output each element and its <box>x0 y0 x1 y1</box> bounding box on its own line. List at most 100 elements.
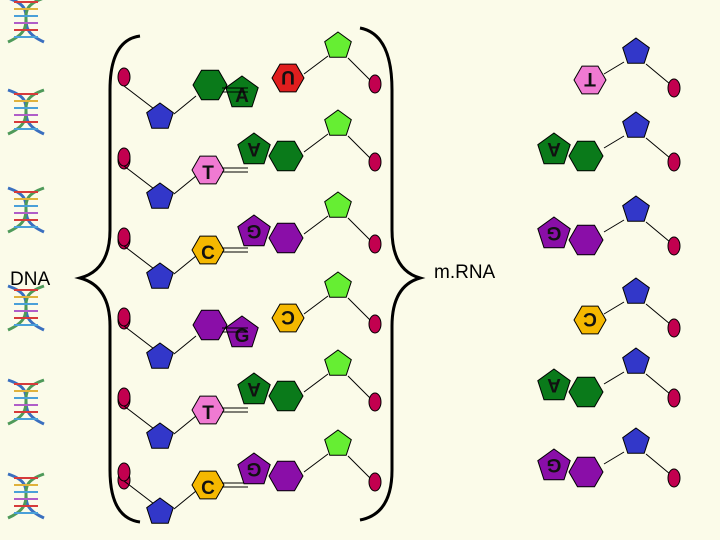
phosphate-group <box>368 152 382 172</box>
left-nucleotide: A <box>117 67 259 170</box>
mrna-strand: T A G C A G <box>537 37 681 488</box>
ribose-sugar <box>622 195 650 222</box>
base-letter-G: G <box>247 458 262 479</box>
dna-label: DNA <box>10 269 50 290</box>
right-nucleotide: C <box>271 271 382 334</box>
backbone-bond <box>173 95 197 115</box>
base-letter-A: A <box>547 374 561 395</box>
base-hexagon <box>568 140 604 172</box>
phosphate-group <box>117 147 131 167</box>
backbone-bond <box>303 55 329 75</box>
backbone-bond <box>645 63 671 85</box>
base-hexagon <box>268 140 304 172</box>
dna-helix-icon <box>7 378 45 426</box>
backbone-bond <box>173 415 197 435</box>
backbone-bond <box>603 61 625 75</box>
dna-helix-icon <box>7 472 45 520</box>
mrna-label: m.RNA <box>434 262 496 283</box>
base-pentagon <box>537 368 571 401</box>
helix-icon-column <box>7 0 45 520</box>
base-letter-A: A <box>247 378 261 399</box>
base-hexagon <box>573 65 607 95</box>
phosphate-group <box>667 468 681 488</box>
backbone-bond <box>303 373 329 393</box>
base-letter-C: C <box>201 243 215 264</box>
base-pentagon <box>237 214 271 247</box>
ribose-sugar <box>324 271 352 298</box>
base-pentagon <box>237 452 271 485</box>
backbone-bond <box>645 373 671 395</box>
base-pentagon <box>537 132 571 165</box>
base-hexagon <box>568 456 604 488</box>
dna-helix-icon <box>7 284 45 332</box>
base-pentagon <box>537 216 571 249</box>
backbone-bond <box>123 165 159 193</box>
base-letter-T: T <box>584 68 596 89</box>
left-nucleotide: T <box>117 387 248 490</box>
base-letter-T: T <box>202 163 214 184</box>
ribose-sugar <box>622 347 650 374</box>
base-hexagon <box>568 224 604 256</box>
ribose-sugar <box>324 31 352 58</box>
phosphate-group <box>117 227 131 247</box>
backbone-bond <box>645 137 671 159</box>
backbone-bond <box>123 405 159 433</box>
backbone-bond <box>603 451 625 465</box>
base-letter-G: G <box>547 222 562 243</box>
backbone-bond <box>603 219 625 233</box>
left-nucleotide: T <box>117 147 248 250</box>
backbone-bond <box>303 453 329 473</box>
deoxyribose-sugar <box>146 342 174 369</box>
base-pentagon <box>225 315 259 348</box>
dna-helix-icon <box>7 88 45 136</box>
base-hexagon <box>191 470 225 500</box>
left-nucleotide: C <box>117 462 248 524</box>
base-letter-G: G <box>235 326 250 347</box>
backbone-bond <box>173 175 197 195</box>
base-letter-A: A <box>247 138 261 159</box>
dna-right-strand: U A G C A G <box>237 31 382 492</box>
deoxyribose-sugar <box>146 497 174 524</box>
base-pentagon <box>537 448 571 481</box>
base-letter-U: U <box>281 66 295 87</box>
backbone-bond <box>173 255 197 275</box>
base-hexagon <box>192 69 228 101</box>
ribose-sugar <box>622 111 650 138</box>
phosphate-group <box>368 392 382 412</box>
backbone-bond <box>347 217 373 243</box>
mrna-nucleotide: A <box>537 111 681 172</box>
backbone-bond <box>603 371 625 385</box>
base-hexagon <box>568 376 604 408</box>
base-hexagon <box>271 303 305 333</box>
right-nucleotide: A <box>237 109 382 172</box>
dna-helix-icon <box>7 186 45 234</box>
base-letter-C: C <box>281 306 295 327</box>
deoxyribose-sugar <box>146 262 174 289</box>
base-hexagon <box>191 155 225 185</box>
backbone-bond <box>303 133 329 153</box>
mrna-nucleotide: C <box>573 277 681 338</box>
right-nucleotide: G <box>237 429 382 492</box>
left-nucleotide: C <box>117 227 248 330</box>
mrna-nucleotide: G <box>537 427 681 488</box>
mrna-nucleotide: T <box>573 37 681 98</box>
phosphate-group <box>117 462 131 482</box>
phosphate-group <box>667 152 681 172</box>
backbone-bond <box>123 85 159 113</box>
dna-helix-icon <box>7 0 45 44</box>
phosphate-group <box>117 387 131 407</box>
left-nucleotide: G <box>117 307 259 410</box>
base-hexagon <box>271 63 305 93</box>
base-hexagon <box>191 395 225 425</box>
ribose-sugar <box>622 37 650 64</box>
phosphate-group <box>368 314 382 334</box>
base-pentagon <box>237 372 271 405</box>
base-letter-A: A <box>547 138 561 159</box>
backbone-bond <box>347 135 373 161</box>
right-nucleotide: U <box>271 31 382 94</box>
backbone-bond <box>303 295 329 315</box>
backbone-bond <box>303 215 329 235</box>
deoxyribose-sugar <box>146 102 174 129</box>
right-nucleotide: G <box>237 191 382 254</box>
phosphate-group <box>667 236 681 256</box>
